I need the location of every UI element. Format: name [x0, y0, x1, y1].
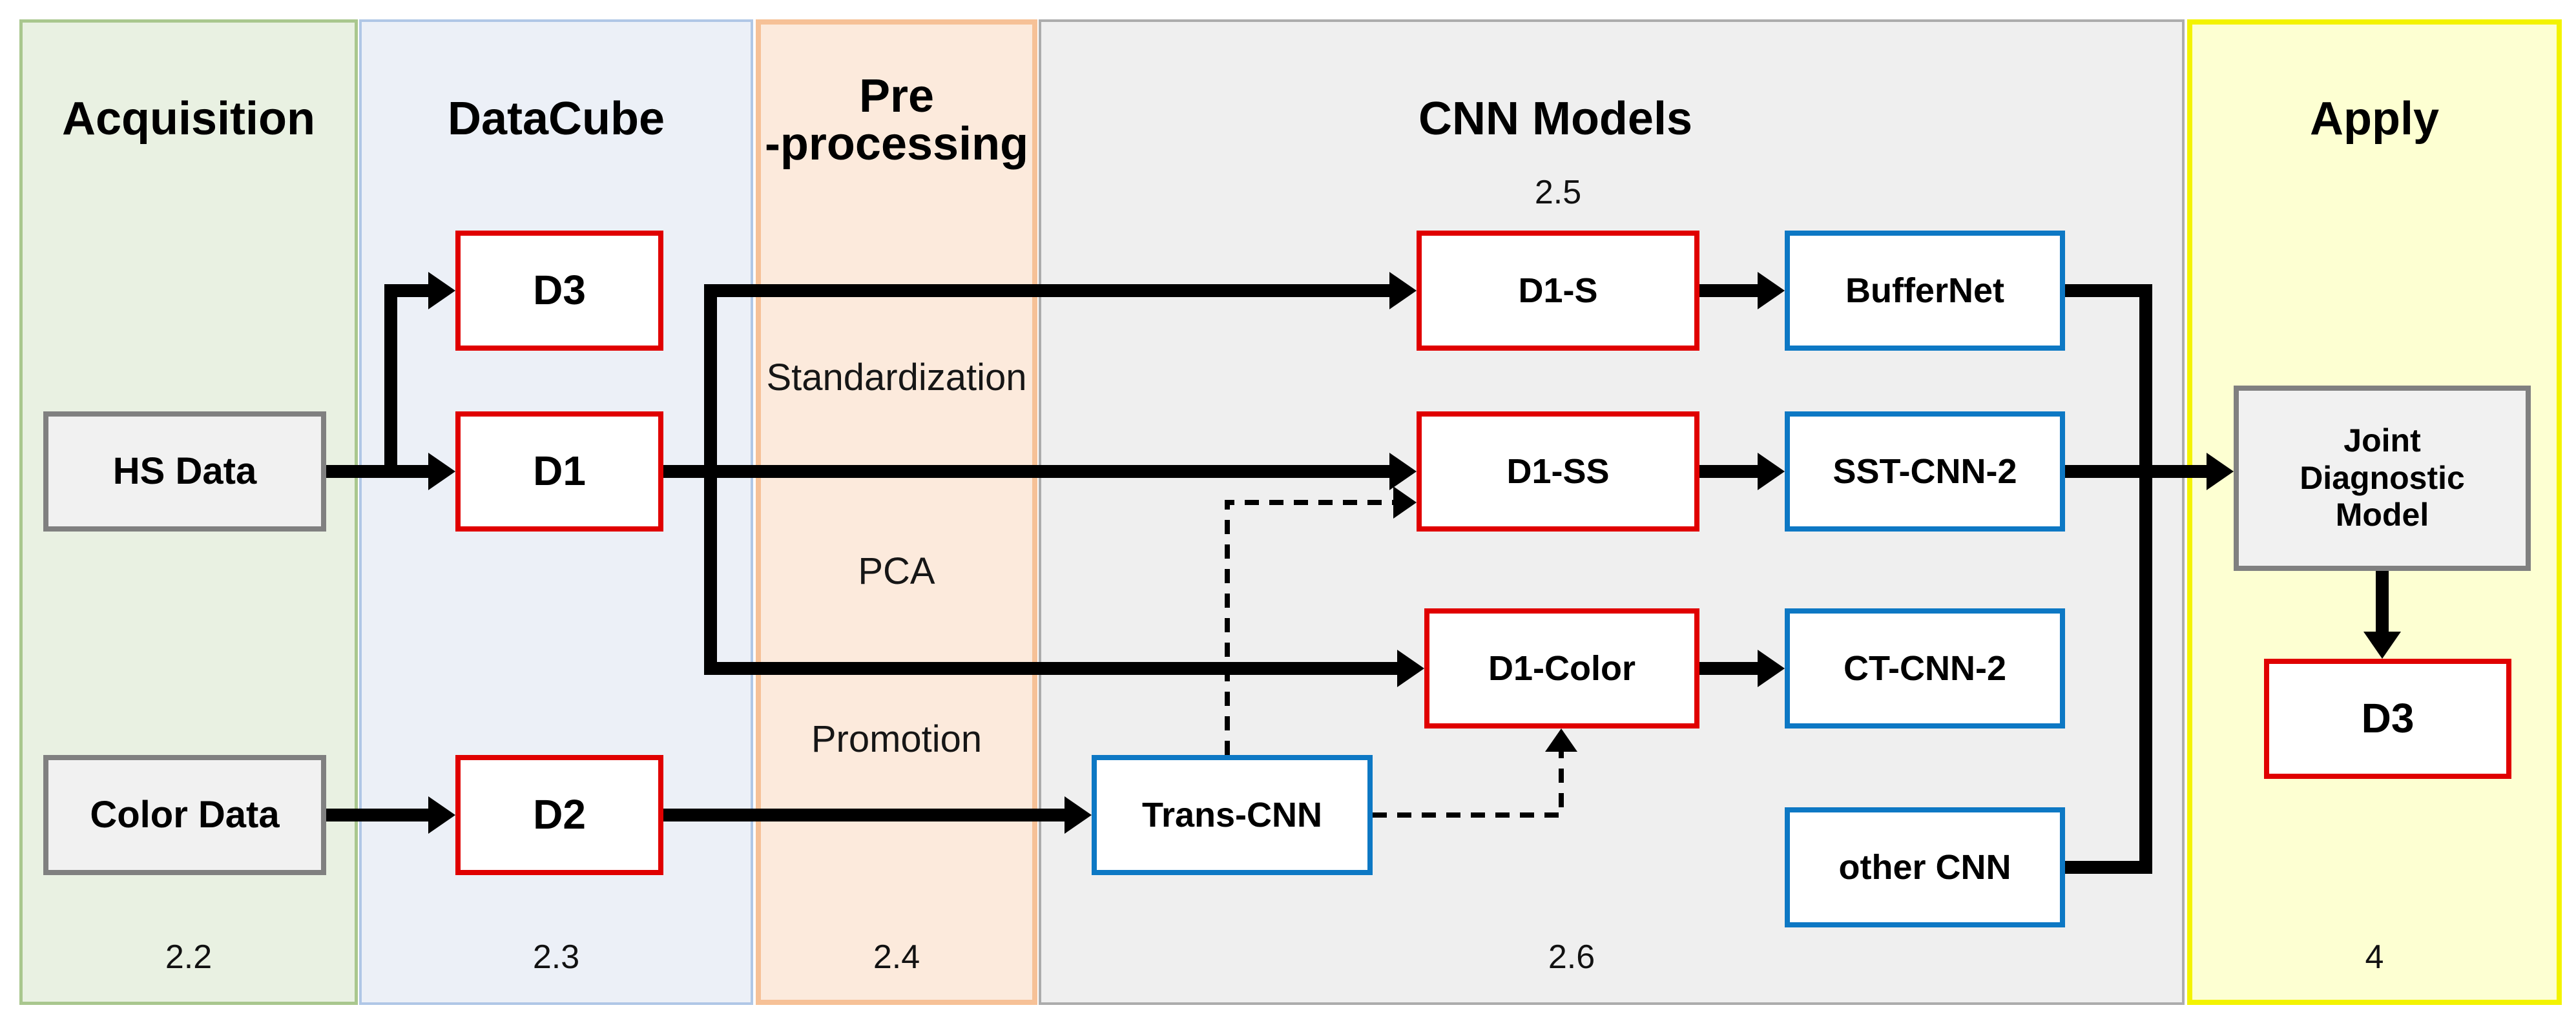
cnn-models-header: CNN Models [1418, 93, 1693, 145]
node-d1-cube: D1 [455, 411, 663, 532]
node-color-data: Color Data [43, 755, 326, 875]
node-ct-cnn-2: CT-CNN-2 [1785, 608, 2065, 728]
arrowhead [1758, 650, 1785, 687]
preprocessing-header-line2: -processing [764, 118, 1029, 170]
node-other-cnn: other CNN [1785, 807, 2065, 927]
node-d2-cube: D2 [455, 755, 663, 875]
promotion-label: Promotion [811, 718, 982, 760]
apply-header: Apply [2309, 93, 2439, 145]
node-d1-s: D1-S [1417, 231, 1699, 351]
node-joint-diagnostic-model: Joint Diagnostic Model [2234, 386, 2531, 571]
arrowhead [1065, 796, 1092, 834]
preprocessing-number: 2.4 [873, 938, 920, 976]
preprocessing-column [756, 19, 1037, 1005]
arrowhead [1758, 453, 1785, 490]
node-buffernet: BufferNet [1785, 231, 2065, 351]
pca-label: PCA [858, 550, 935, 592]
node-d3-cube: D3 [455, 231, 663, 351]
node-d1-color: D1-Color [1424, 608, 1699, 728]
dashed-arrowhead [1545, 728, 1577, 752]
arrowhead [2207, 453, 2234, 490]
arrowhead [428, 453, 455, 490]
arrow-branch-to-d3 [384, 284, 428, 478]
arrowhead [428, 272, 455, 309]
acquisition-header: Acquisition [62, 93, 315, 145]
arrowhead [1758, 272, 1785, 309]
node-d1-ss: D1-SS [1417, 411, 1699, 532]
arrowhead [2363, 632, 2401, 659]
dashed-transcnn-to-d1ss [1225, 500, 1393, 755]
standardization-label: Standardization [766, 356, 1027, 398]
arrowhead [1397, 650, 1424, 687]
preprocessing-header-line1: Pre [858, 70, 935, 122]
node-trans-cnn: Trans-CNN [1092, 755, 1373, 875]
arrowhead [428, 796, 455, 834]
dashed-transcnn-to-d1color [1373, 752, 1564, 818]
apply-number: 4 [2365, 938, 2384, 976]
cnn-number: 2.6 [1548, 938, 1595, 976]
preprocessing-header: Pre-processing [756, 72, 1037, 168]
cnn-sublabel: 2.5 [1534, 174, 1582, 211]
arrowhead [1389, 453, 1417, 490]
node-apply-d3: D3 [2264, 659, 2511, 779]
node-sst-cnn-2: SST-CNN-2 [1785, 411, 2065, 532]
datacube-number: 2.3 [532, 938, 580, 976]
acquisition-number: 2.2 [165, 938, 213, 976]
node-hs-data: HS Data [43, 411, 326, 532]
joint-diagnostic-model-label: Joint Diagnostic Model [2300, 422, 2465, 533]
datacube-header: DataCube [447, 93, 665, 145]
arrowhead [1389, 272, 1417, 309]
dashed-arrowhead [1393, 486, 1417, 519]
